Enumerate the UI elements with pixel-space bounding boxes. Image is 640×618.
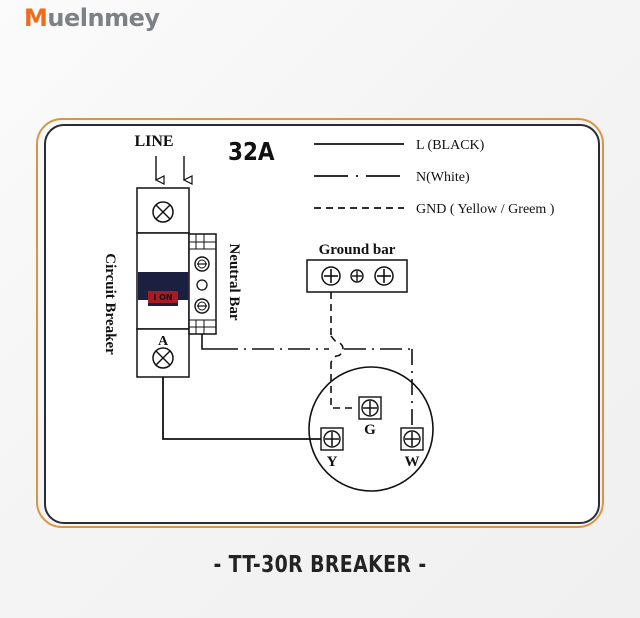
receptacle-outlet: G Y W bbox=[308, 366, 434, 492]
legend-label-0: L (BLACK) bbox=[416, 138, 485, 153]
breaker-bottom-terminal-label: A bbox=[158, 334, 169, 349]
breaker-top-terminal-icon bbox=[152, 201, 174, 223]
ground-wire-crossing-hop bbox=[330, 335, 344, 363]
diagram-caption: - TT-30R BREAKER - bbox=[213, 552, 427, 578]
legend-label-2: GND ( Yellow / Greem ) bbox=[416, 202, 555, 217]
diagram-outer-frame bbox=[36, 118, 604, 528]
line-feed-arrows bbox=[154, 156, 193, 185]
brand-logo: Muelnmey bbox=[24, 6, 160, 30]
circuit-breaker-label: Circuit Breaker bbox=[102, 253, 118, 355]
neutral-bar-screw-bottom-icon bbox=[194, 298, 210, 314]
brand-logo-text: uelnmey bbox=[47, 4, 160, 32]
neutral-bar bbox=[188, 233, 217, 335]
breaker-on-strip bbox=[148, 291, 178, 303]
line-label: LINE bbox=[134, 133, 173, 150]
ground-bar-screw-middle-icon bbox=[350, 269, 364, 283]
ground-bar-label: Ground bar bbox=[319, 242, 396, 258]
circuit-breaker: I ON A bbox=[136, 187, 190, 378]
receptacle-line-label: Y bbox=[327, 454, 338, 470]
wiring-diagram: LINE 32A I ON A bbox=[102, 133, 555, 492]
ground-bar bbox=[306, 259, 408, 293]
hot-wire-path bbox=[162, 377, 331, 440]
neutral-bar-screw-top-icon bbox=[194, 256, 210, 272]
neutral-bar-screw-mid-icon bbox=[196, 279, 208, 291]
breaker-rating-label: 32A bbox=[228, 137, 275, 166]
ground-wire-lower bbox=[330, 362, 357, 409]
legend: L (BLACK) N(White) GND ( Yellow / Greem … bbox=[314, 138, 555, 217]
brand-logo-mark: M bbox=[24, 4, 48, 32]
ground-bar-screw-right-icon bbox=[374, 266, 394, 286]
receptacle-ground-label: G bbox=[364, 422, 376, 438]
breaker-on-label: I ON bbox=[153, 293, 172, 302]
legend-label-1: N(White) bbox=[416, 170, 470, 185]
neutral-wire-riser bbox=[201, 334, 216, 350]
receptacle-neutral-terminal bbox=[400, 427, 424, 451]
breaker-bottom-terminal-icon bbox=[152, 347, 174, 369]
receptacle-neutral-label: W bbox=[405, 454, 420, 470]
neutral-bar-label: Neutral Bar bbox=[226, 243, 242, 320]
receptacle-line-terminal bbox=[320, 427, 344, 451]
ground-bar-screw-left-icon bbox=[321, 266, 341, 286]
receptacle-ground-terminal bbox=[358, 396, 382, 420]
